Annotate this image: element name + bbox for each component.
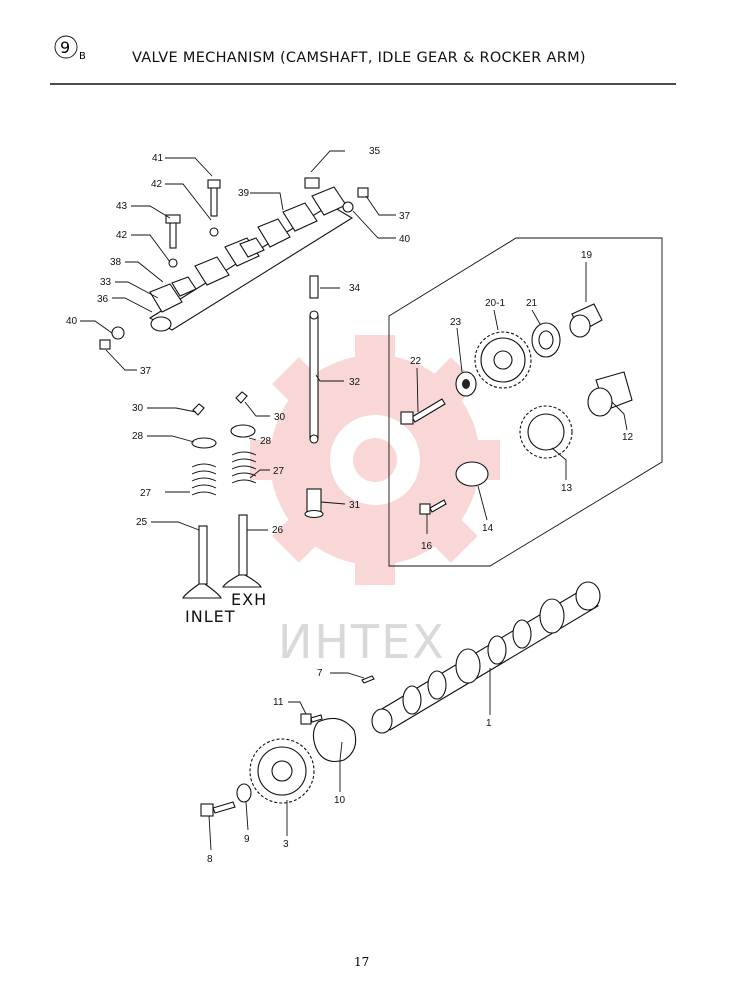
callout-10: 10 [334, 795, 346, 806]
exhaust-label: EXH [231, 590, 267, 609]
exhaust-valve-train [222, 391, 262, 588]
page-title: VALVE MECHANISM (CAMSHAFT, IDLE GEAR & R… [132, 50, 586, 66]
callout-35: 35 [369, 146, 381, 157]
callout-22: 22 [410, 356, 422, 367]
callout-26: 26 [272, 525, 284, 536]
rocker-arm-assembly [99, 177, 369, 350]
callout-27: 27 [273, 466, 285, 477]
idle-gear-inset-box [388, 237, 663, 567]
watermark-text: ИНТЕХ [278, 615, 446, 669]
callout-36: 36 [97, 294, 109, 305]
callout-39: 39 [238, 188, 250, 199]
page-number: 17 [354, 955, 369, 969]
adjusting-screw [309, 275, 319, 299]
callout-25: 25 [136, 517, 148, 528]
section-suffix: B [79, 51, 86, 62]
thrust-plate [300, 713, 357, 763]
callout-32: 32 [349, 377, 361, 388]
callout-40: 40 [399, 234, 411, 245]
callout-30: 30 [274, 412, 286, 423]
callout-19: 19 [581, 250, 593, 261]
inlet-label: INLET [185, 607, 235, 626]
callout-14: 14 [482, 523, 494, 534]
callout-38: 38 [110, 257, 122, 268]
callout-12: 12 [622, 432, 634, 443]
callout-27: 27 [140, 488, 152, 499]
inlet-valve-train [182, 403, 222, 599]
callout-42: 42 [116, 230, 128, 241]
callout-43: 43 [116, 201, 128, 212]
push-rod [309, 310, 319, 444]
callout-28: 28 [260, 436, 272, 447]
callout-28: 28 [132, 431, 144, 442]
callout-23: 23 [450, 317, 462, 328]
callout-34: 34 [349, 283, 361, 294]
callout-20-1: 20-1 [485, 298, 505, 309]
cam-gear [200, 738, 315, 817]
camshaft [361, 581, 601, 734]
callout-37: 37 [140, 366, 152, 377]
callout-41: 41 [152, 153, 164, 164]
callout-8: 8 [207, 854, 213, 865]
callout-33: 33 [100, 277, 112, 288]
callout-11: 11 [273, 697, 284, 708]
leader-lines [80, 150, 628, 851]
section-badge: 9 B [54, 35, 86, 62]
callout-21: 21 [526, 298, 538, 309]
callout-1: 1 [486, 718, 492, 729]
callout-30: 30 [132, 403, 144, 414]
callout-16: 16 [421, 541, 433, 552]
callout-31: 31 [349, 500, 361, 511]
callout-40: 40 [66, 316, 78, 327]
tappet [304, 488, 324, 519]
callout-numbers: 41 35 42 39 37 43 40 42 38 34 33 36 40 3… [66, 146, 634, 865]
callout-7: 7 [317, 668, 323, 679]
callout-37: 37 [399, 211, 411, 222]
callout-13: 13 [561, 483, 573, 494]
callout-9: 9 [244, 834, 250, 845]
callout-42: 42 [151, 179, 163, 190]
section-number: 9 [60, 38, 70, 57]
callout-3: 3 [283, 839, 289, 850]
